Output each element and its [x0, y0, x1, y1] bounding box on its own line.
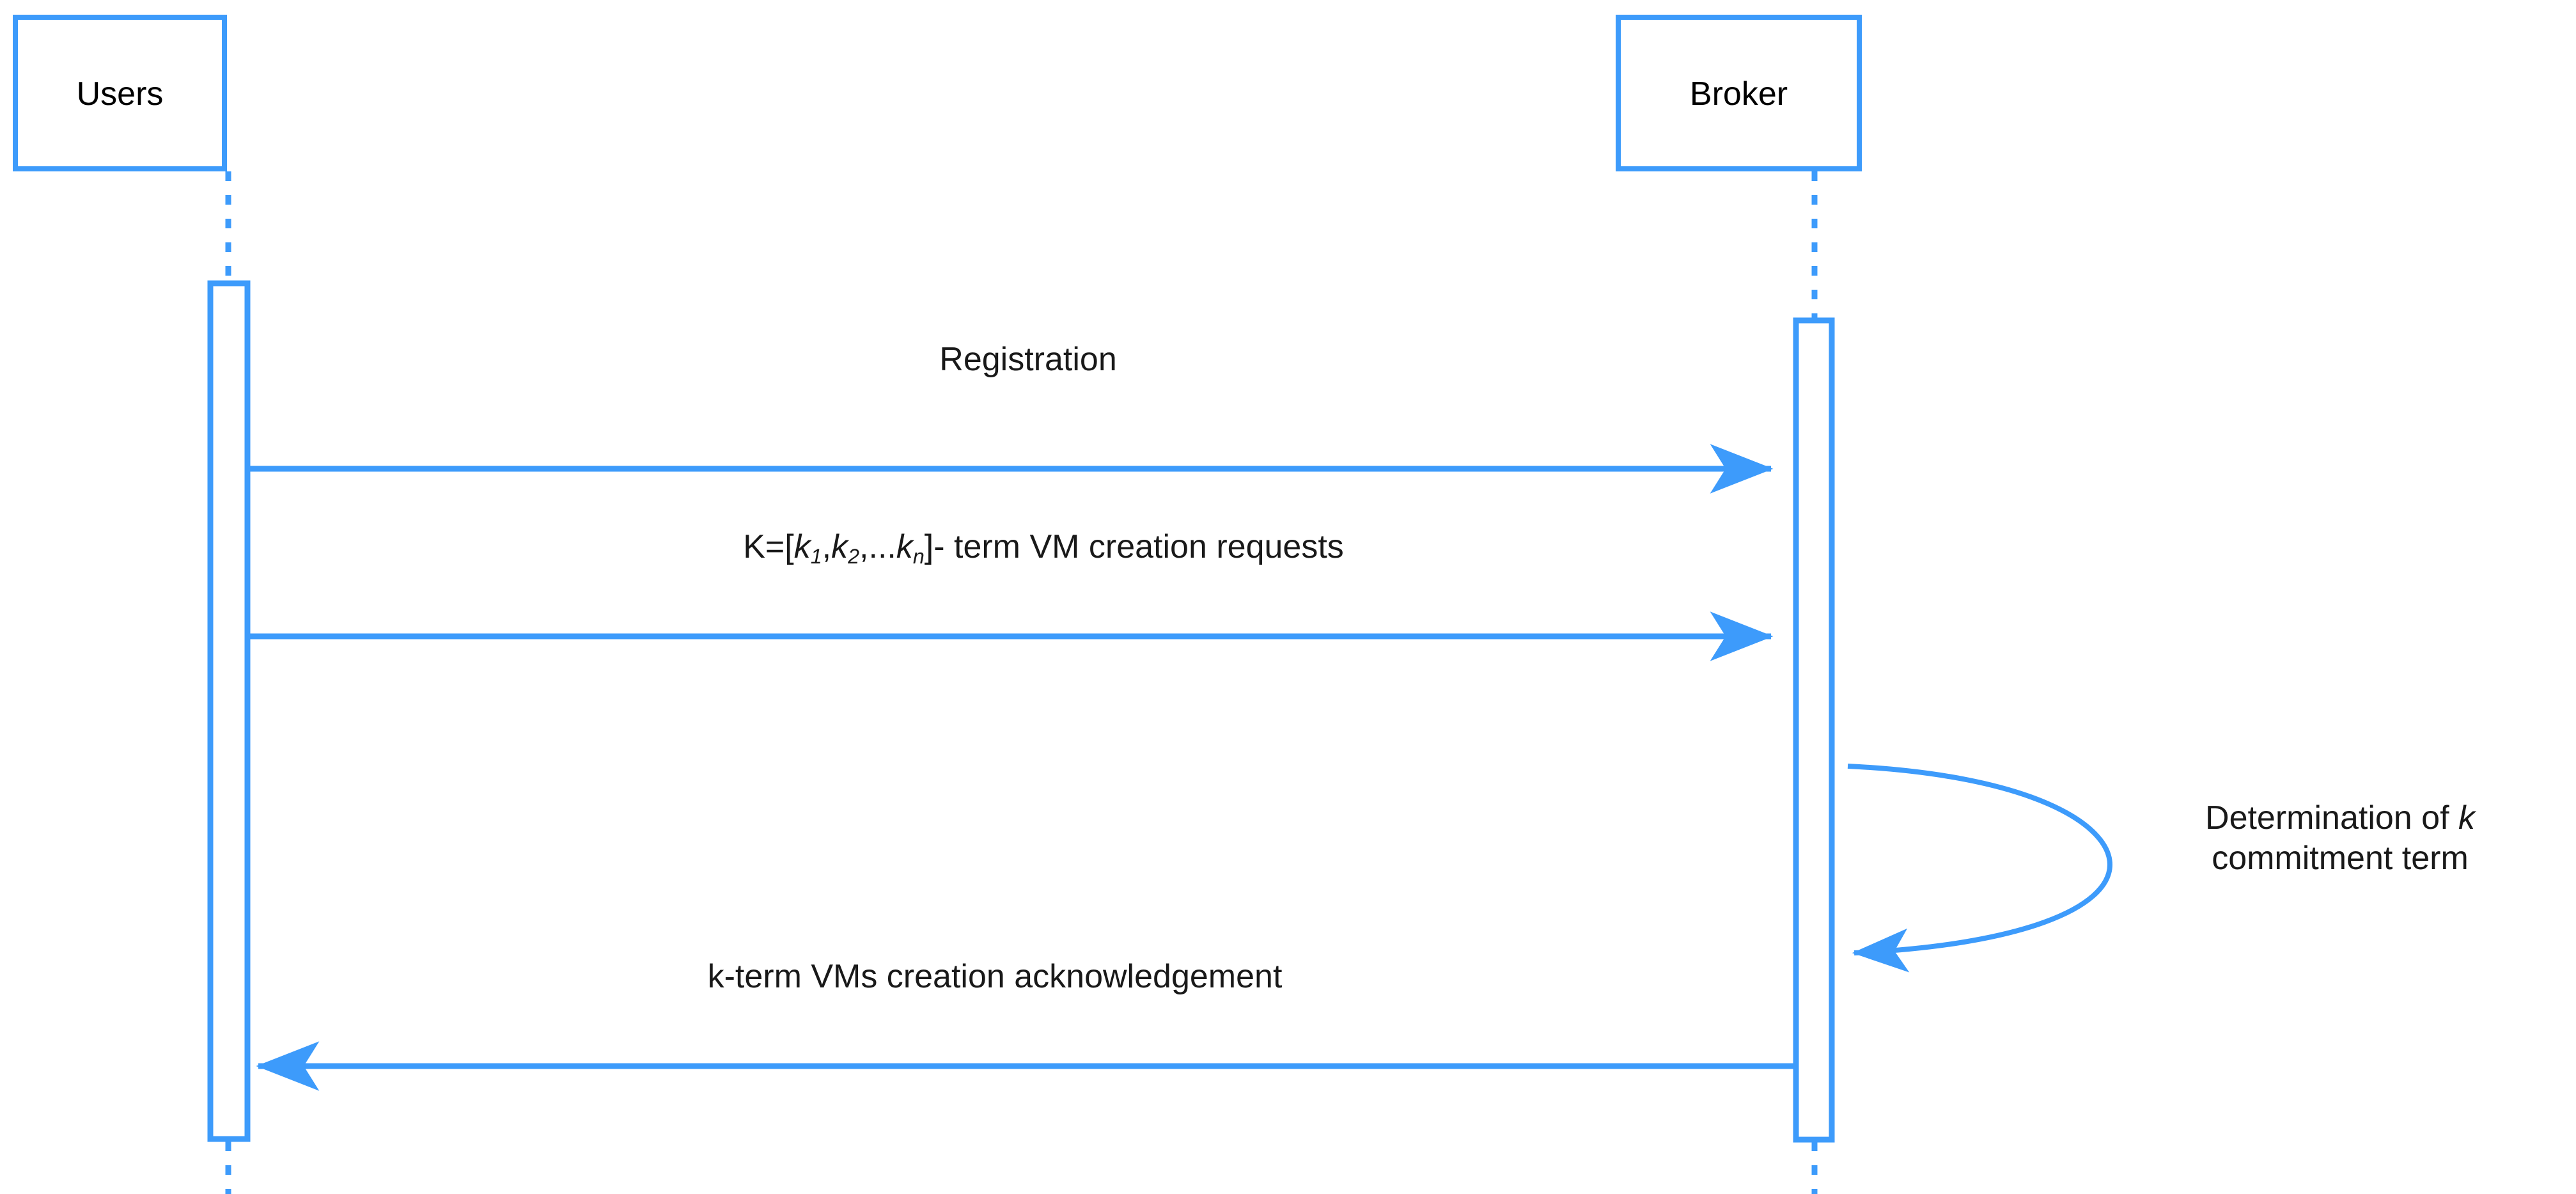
participant-label-broker: Broker	[1689, 75, 1788, 113]
msg2-suffix: ]- term VM creation requests	[924, 528, 1344, 565]
msg2-sep2: ,...	[859, 528, 896, 565]
message-label-vm-creation-requests: K=[k1,k2,...kn]- term VM creation reques…	[743, 528, 1344, 567]
message-label-registration: Registration	[939, 341, 1117, 378]
participant-label-broker-wrap: Broker	[1618, 75, 1859, 113]
note-line2: commitment term	[2212, 840, 2469, 877]
participant-label-users-wrap: Users	[15, 75, 224, 113]
msg2-prefix: K=[	[743, 528, 794, 565]
msg2-k1-base: k	[793, 528, 811, 565]
activation-bar-broker[interactable]	[1793, 317, 1835, 1143]
msg2-k2-sub: 2	[848, 545, 860, 569]
message-label-ack: k-term VMs creation acknowledgement	[707, 958, 1283, 995]
msg2-sep1: ,	[822, 528, 832, 565]
msg2-k1-sub: 1	[810, 545, 822, 569]
participant-label-users: Users	[76, 75, 164, 113]
participant-box-users[interactable]	[13, 15, 227, 171]
note-line1-prefix: Determination of	[2205, 799, 2458, 837]
note-line1-italic-k: k	[2458, 799, 2475, 837]
msg2-kn-sub: n	[912, 545, 925, 569]
self-message-loop-determination-of-k[interactable]	[1847, 764, 2113, 973]
activation-bar-users[interactable]	[207, 280, 251, 1142]
participant-box-broker[interactable]	[1616, 15, 1862, 171]
msg2-k2-base: k	[831, 528, 848, 565]
msg2-kn-base: k	[896, 528, 913, 565]
